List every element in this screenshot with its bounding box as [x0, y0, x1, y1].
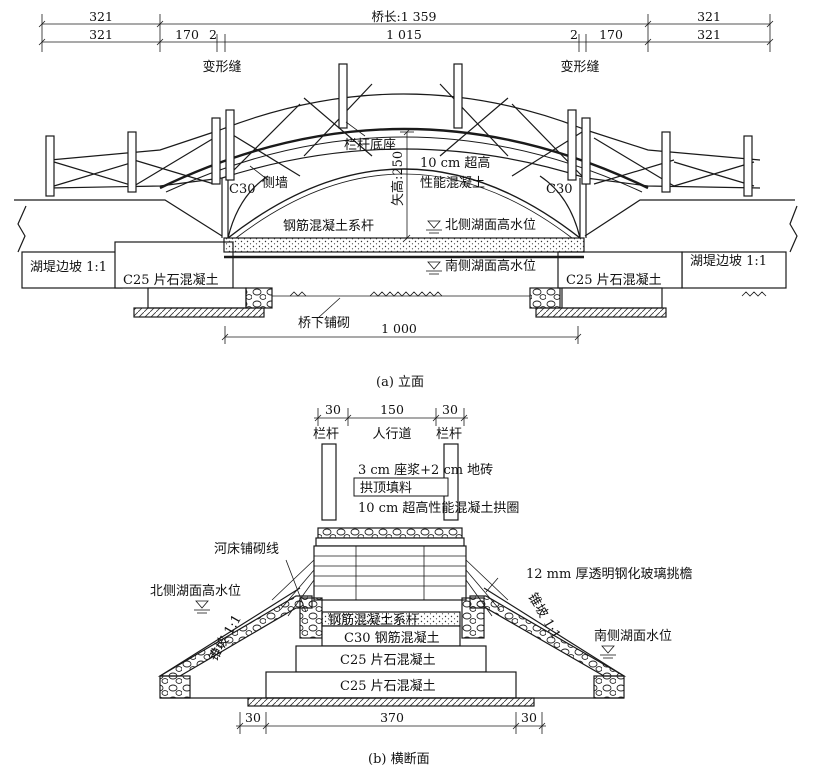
arch-fill-label: 拱顶填料: [360, 481, 412, 496]
deformation-joint-left-label: 变形缝: [202, 59, 241, 75]
cross-section-foundation: [159, 611, 625, 707]
railing-base-label: 栏杆底座: [344, 137, 396, 153]
under-bridge-paving-label: 桥下铺砌: [298, 316, 350, 331]
c30-rc-label: C30 钢筋混凝土: [344, 630, 440, 646]
cs-south-water-label: 南侧湖面水位: [594, 628, 672, 644]
north-high-water-label: 北侧湖面高水位: [445, 217, 536, 233]
c25-right-label: C25 片石混凝土: [566, 272, 662, 288]
cross-section-view: 30 150 30 栏杆 人行道 栏杆 3 cm 座浆+2 cm 地砖 拱顶填料…: [150, 402, 692, 767]
tie-beam-cs-label: 钢筋混凝土系杆: [328, 612, 419, 628]
embankment-right-label: 湖堤边坡 1:1: [690, 254, 767, 269]
embankment-left-label: 湖堤边坡 1:1: [30, 260, 107, 275]
dim-right-span: 321: [697, 9, 721, 24]
glass-eaves-lines: [271, 559, 509, 617]
riverbed-line-label: 河床铺砌线: [214, 542, 279, 557]
side-wall-label: 侧墙: [262, 176, 288, 191]
c30-right-label: C30: [546, 182, 573, 197]
tie-beam-label: 钢筋混凝土系杆: [283, 218, 374, 234]
dim-bottom-center: 370: [380, 710, 404, 725]
dim-bottom-right: 30: [521, 710, 537, 725]
side-walls: [221, 175, 587, 239]
dim-walkway: 150: [380, 402, 404, 417]
elevation-dimensions: [38, 14, 774, 52]
uhpc-label-2: 性能混凝土: [420, 175, 485, 191]
dim-joint-right-b: 170: [599, 27, 623, 42]
dim-right: 321: [697, 27, 721, 42]
cross-section-bottom-dimensions: [236, 712, 546, 734]
railing-posts: [45, 63, 753, 197]
railing-left-label: 栏杆: [313, 427, 339, 442]
glass-eaves-label: 12 mm 厚透明钢化玻璃挑檐: [526, 567, 692, 582]
abutment-right: [529, 251, 683, 318]
cross-section-top-dimensions: [314, 408, 468, 426]
deck-layers: [313, 527, 467, 601]
elevation-caption: (a) 立面: [376, 375, 424, 390]
dim-center: 1 015: [386, 27, 422, 42]
rise-label: 矢高:250: [390, 151, 406, 206]
lake-bed-paving: [221, 291, 767, 344]
uhpc-arch-label: 10 cm 超高性能混凝土拱圈: [358, 500, 519, 516]
dim-joint-left-b: 2: [209, 27, 217, 42]
abutment-left: [114, 241, 273, 318]
dim-left-span: 321: [89, 9, 113, 24]
arch-fill-box: [353, 477, 449, 497]
deformation-joint-right-label: 变形缝: [560, 59, 599, 75]
dim-joint-left-a: 170: [175, 27, 199, 42]
c30-left-label: C30: [229, 182, 256, 197]
c25-left-label: C25 片石混凝土: [123, 272, 219, 288]
south-high-water-label: 南侧湖面高水位: [445, 258, 536, 274]
span-1000-label: 1 000: [381, 321, 417, 336]
elevation-view: 321 桥长:1 359 321 321 170 2 1 015 2 170 3…: [14, 9, 798, 390]
railing-right-label: 栏杆: [436, 427, 462, 442]
uhpc-label-1: 10 cm 超高: [420, 155, 490, 171]
cone-slopes: [157, 587, 627, 677]
embankment-ground: [14, 199, 798, 289]
dim-railing-left: 30: [325, 402, 341, 417]
cs-water-marks: [194, 600, 616, 659]
water-level-marks: [426, 220, 442, 275]
rise-dimension: [249, 121, 414, 242]
c25-upper-label: C25 片石混凝土: [340, 652, 436, 668]
tie-beam: [223, 237, 585, 253]
mortar-tile-label: 3 cm 座浆+2 cm 地砖: [358, 463, 493, 478]
cross-section-railings: [321, 443, 459, 521]
dim-bridge-length: 桥长:1 359: [372, 9, 437, 24]
dim-joint-right-a: 2: [570, 27, 578, 42]
cross-section-caption: (b) 横断面: [368, 752, 430, 767]
dim-bottom-left: 30: [245, 710, 261, 725]
c25-lower-label: C25 片石混凝土: [340, 678, 436, 694]
dim-left: 321: [89, 27, 113, 42]
dim-railing-right: 30: [442, 402, 458, 417]
walkway-label: 人行道: [372, 427, 411, 442]
cs-north-high-water-label: 北侧湖面高水位: [150, 583, 241, 599]
